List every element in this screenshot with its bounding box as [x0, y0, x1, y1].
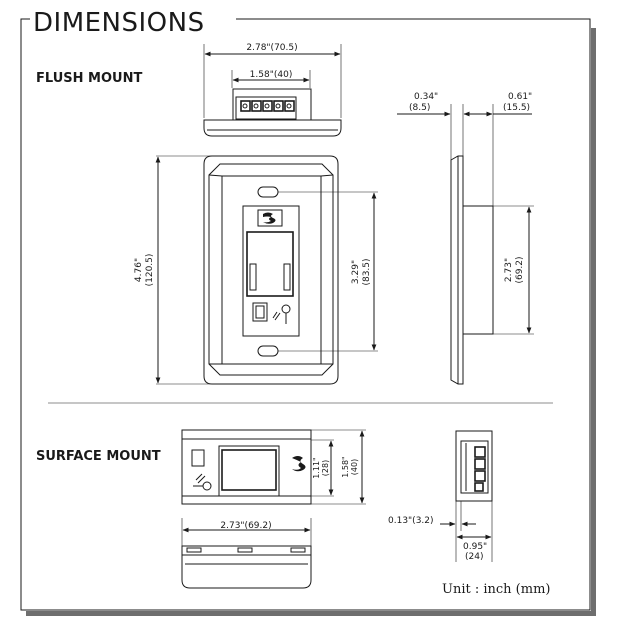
surface-flange: 0.13"(3.2) [388, 516, 434, 526]
flush-body-height-in: 2.73" [504, 258, 514, 282]
surface-height-in: 1.58" [341, 456, 350, 478]
flush-height-mm: (120.5) [145, 254, 155, 287]
flush-body-depth-mm: (15.5) [503, 103, 530, 113]
flush-side-view: 0.34" (8.5) 0.61" (15.5) 2.73" (69.2) [397, 92, 534, 385]
frame [20, 18, 596, 616]
flush-front-view: 4.76" (120.5) 3.29" (83.5) [134, 155, 378, 385]
surface-mount-label: SURFACE MOUNT [36, 449, 161, 464]
flush-height-in: 4.76" [134, 258, 144, 282]
flush-plate-depth-in: 0.34" [414, 92, 438, 102]
surface-bottom-view: 2.73"(69.2) [181, 518, 312, 589]
surface-height-mm: (40) [350, 459, 359, 475]
flush-mount-label: FLUSH MOUNT [36, 71, 142, 86]
surface-width: 2.73"(69.2) [220, 521, 271, 531]
surface-side-view: 0.13"(3.2) 0.95" (24) [388, 430, 493, 562]
flush-body-depth-in: 0.61" [508, 92, 532, 102]
flush-body-height-mm: (69.2) [515, 256, 525, 283]
flush-terminal-width: 1.58"(40) [250, 70, 293, 80]
flush-hole-spacing-mm: (83.5) [362, 258, 372, 285]
flush-top-view: 2.78"(70.5) 1.58"(40) [203, 43, 342, 137]
surface-depth-in: 0.95" [463, 542, 487, 552]
surface-depth-mm: (24) [465, 552, 483, 562]
flush-hole-spacing-in: 3.29" [351, 260, 361, 284]
surface-front-view: 1.11" (28) 1.58" (40) [181, 429, 366, 505]
surface-inner-height-in: 1.11" [312, 457, 321, 479]
flush-plate-depth-mm: (8.5) [409, 103, 430, 113]
surface-inner-height-mm: (28) [321, 460, 330, 476]
page-title: DIMENSIONS [33, 8, 205, 38]
unit-note: Unit : inch (mm) [442, 582, 550, 597]
flush-overall-width: 2.78"(70.5) [246, 43, 297, 53]
